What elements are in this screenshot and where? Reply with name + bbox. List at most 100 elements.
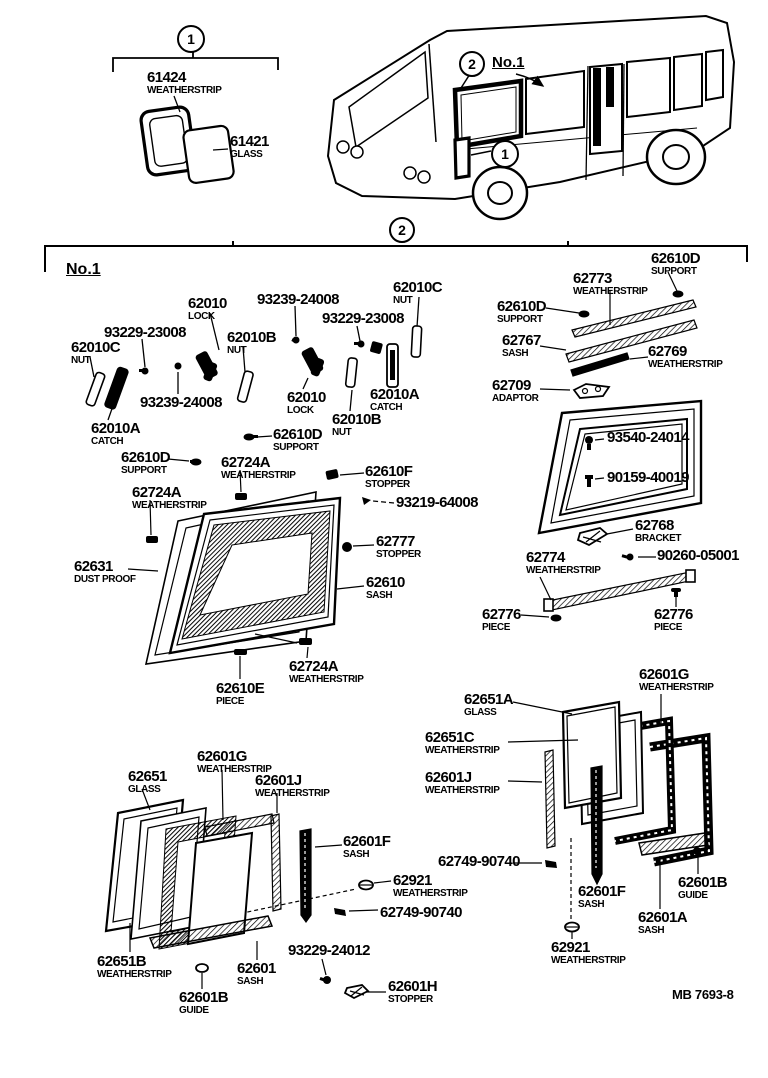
- part-number: 62767: [502, 332, 541, 349]
- part-number: 62768: [635, 517, 674, 534]
- part-description: SUPPORT: [273, 442, 319, 453]
- part-number: 62773: [573, 270, 612, 287]
- part-number: 62601B: [179, 989, 229, 1006]
- main-window-art: [127, 469, 395, 679]
- part-description: LOCK: [188, 311, 215, 322]
- part-number: 62777: [376, 533, 415, 550]
- part-number: 62749-90740: [380, 904, 462, 921]
- part-label: 90260-05001: [657, 548, 739, 563]
- part-label: 93239-24008: [140, 395, 222, 410]
- part-number: 62776: [482, 606, 521, 623]
- part-number: 61424: [147, 69, 186, 86]
- part-label: 93239-24008: [257, 292, 339, 307]
- part-description: GLASS: [230, 149, 263, 160]
- part-number: 90159-40019: [607, 469, 689, 486]
- part-description: WEATHERSTRIP: [551, 955, 626, 966]
- part-number: 62601F: [343, 833, 391, 850]
- left-slider-art: [104, 769, 392, 1000]
- part-number: 62601F: [578, 883, 626, 900]
- part-number: 62724A: [132, 484, 182, 501]
- part-number: 62601A: [638, 909, 688, 926]
- part-number: 62010B: [332, 411, 382, 428]
- part-description: NUT: [71, 355, 91, 366]
- section-title: No.1: [66, 261, 101, 278]
- part-number: 62010: [188, 295, 227, 312]
- part-description: WEATHERSTRIP: [648, 359, 723, 370]
- part-description: SASH: [366, 590, 393, 601]
- part-label: 93229-24012: [288, 943, 370, 958]
- callout-1-inset: 1: [177, 25, 205, 53]
- part-label: 93229-23008: [104, 325, 186, 340]
- part-description: WEATHERSTRIP: [147, 85, 222, 96]
- part-number: 62610E: [216, 680, 265, 697]
- part-description: LOCK: [287, 405, 314, 416]
- inset-window-art: [112, 50, 279, 184]
- part-number: 93219-64008: [396, 494, 478, 511]
- part-number: 62610D: [651, 250, 701, 267]
- part-number: 62010A: [370, 386, 420, 403]
- part-description: WEATHERSTRIP: [425, 785, 500, 796]
- callout-2-van-bottom: 2: [389, 217, 415, 243]
- part-number: 62651A: [464, 691, 514, 708]
- right-slider-art: [507, 694, 714, 939]
- part-description: CATCH: [91, 436, 124, 447]
- part-number: 62601J: [425, 769, 472, 786]
- upper-strips-art: [539, 271, 698, 399]
- part-number: 93540-24014: [607, 429, 689, 446]
- part-description: PIECE: [482, 622, 511, 633]
- part-number: 62921: [393, 872, 432, 889]
- part-number: 62601G: [197, 748, 247, 765]
- part-description: DUST PROOF: [74, 574, 136, 585]
- part-number: 93239-24008: [140, 394, 222, 411]
- part-number: 62610F: [365, 463, 413, 480]
- part-description: WEATHERSTRIP: [255, 788, 330, 799]
- part-label: 90159-40019: [607, 470, 689, 485]
- part-number: 62010: [287, 389, 326, 406]
- part-description: WEATHERSTRIP: [221, 470, 296, 481]
- section-frame: [44, 241, 748, 272]
- part-description: STOPPER: [388, 994, 433, 1005]
- part-description: NUT: [393, 295, 413, 306]
- part-number: 62601B: [678, 874, 728, 891]
- part-description: WEATHERSTRIP: [573, 286, 648, 297]
- part-number: 93229-23008: [322, 310, 404, 327]
- part-number: 61421: [230, 133, 269, 150]
- part-number: 62601: [237, 960, 276, 977]
- part-number: 62010C: [71, 339, 121, 356]
- drawing-code: MB 7693-8: [672, 987, 734, 1002]
- part-label: 93540-24014: [607, 430, 689, 445]
- part-number: 62651: [128, 768, 167, 785]
- part-description: CATCH: [370, 402, 403, 413]
- part-description: SASH: [502, 348, 529, 359]
- part-number: 93229-24012: [288, 942, 370, 959]
- part-number: 62010C: [393, 279, 443, 296]
